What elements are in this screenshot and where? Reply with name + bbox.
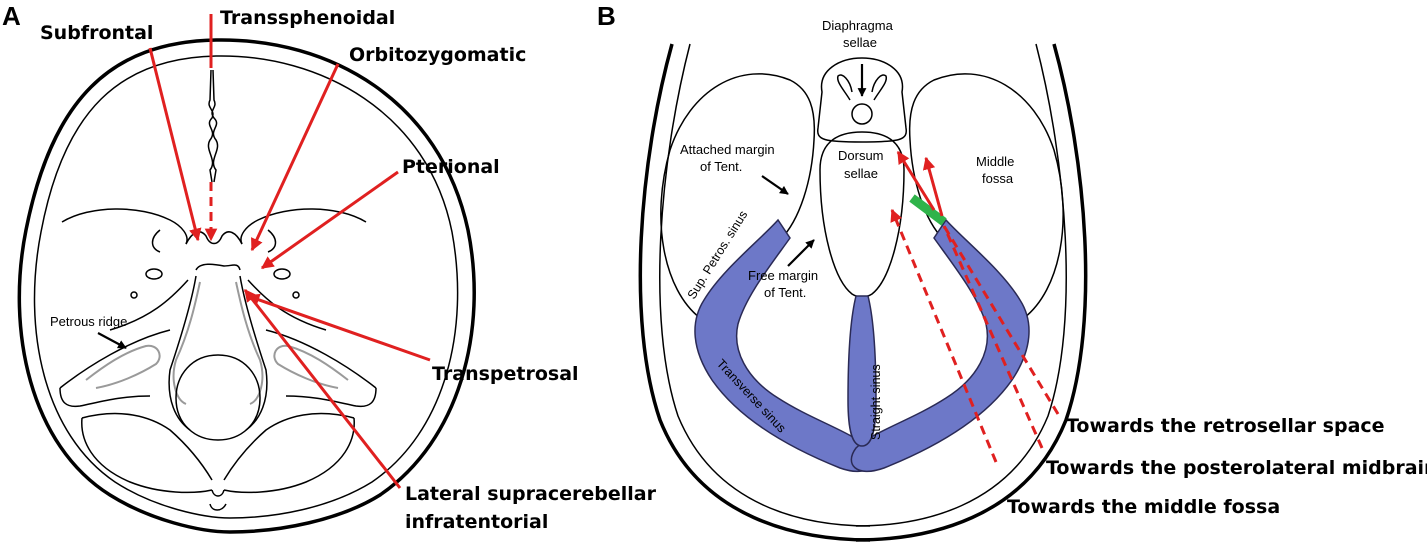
label-dorsum: Dorsum bbox=[838, 148, 884, 163]
label-sellae: sellae bbox=[843, 35, 877, 50]
sella-region bbox=[109, 263, 327, 331]
trajectory-retrosellar bbox=[942, 225, 1060, 415]
trajectory-arrow-retrosellar bbox=[896, 150, 936, 211]
label-lateral-supracerebellar: Lateral supracerebellar bbox=[405, 483, 657, 505]
label-free-margin-2: of Tent. bbox=[764, 285, 806, 300]
petrous-ridge-arrow bbox=[97, 332, 127, 349]
sella-structure bbox=[817, 57, 907, 298]
label-transpetrosal: Transpetrosal bbox=[432, 363, 579, 385]
subfrontal-arrow bbox=[148, 47, 202, 242]
label-transsphenoidal: Transsphenoidal bbox=[220, 7, 395, 29]
label-towards-midbrain: Towards the posterolateral midbrain bbox=[1046, 457, 1427, 479]
label-middle: Middle bbox=[976, 154, 1014, 169]
orbitozygomatic-arrow bbox=[250, 63, 340, 252]
posterior-fossa bbox=[81, 412, 355, 497]
label-attached-margin-2: of Tent. bbox=[700, 159, 742, 174]
panel-a: A bbox=[2, 1, 657, 534]
label-fossa: fossa bbox=[982, 171, 1014, 186]
label-orbitozygomatic: Orbitozygomatic bbox=[349, 44, 526, 66]
label-towards-retrosellar: Towards the retrosellar space bbox=[1066, 415, 1385, 437]
trajectory-arrow-midbrain bbox=[922, 156, 944, 217]
label-petrous-ridge: Petrous ridge bbox=[50, 314, 127, 329]
pterional-arrow bbox=[260, 170, 399, 270]
free-margin-arrow bbox=[787, 239, 815, 267]
label-dorsum-sellae: sellae bbox=[844, 166, 878, 181]
sinuses bbox=[694, 218, 1030, 473]
label-straight-sinus: Straight sinus bbox=[869, 364, 883, 440]
supracerebellar-arrow bbox=[243, 289, 402, 489]
straight-sinus bbox=[847, 295, 877, 447]
skull-outline bbox=[17, 38, 476, 534]
transpetrosal-arrow bbox=[246, 293, 431, 362]
sphenoid-ridges bbox=[61, 208, 367, 253]
label-free-margin: Free margin bbox=[748, 268, 818, 283]
label-towards-middle-fossa: Towards the middle fossa bbox=[1007, 496, 1280, 518]
attached-margin-arrow bbox=[761, 175, 789, 195]
trajectory-midbrain bbox=[942, 225, 1044, 449]
label-attached-margin: Attached margin bbox=[680, 142, 775, 157]
trajectory-middle-fossa bbox=[890, 208, 998, 463]
entry-marker bbox=[909, 194, 947, 226]
label-subfrontal: Subfrontal bbox=[40, 22, 153, 44]
label-infratentorial: infratentorial bbox=[405, 511, 548, 533]
panel-b: B bbox=[597, 1, 1427, 542]
label-pterional: Pterional bbox=[402, 156, 500, 178]
label-diaphragma: Diaphragma bbox=[822, 18, 894, 33]
panel-b-letter: B bbox=[597, 1, 616, 31]
panel-a-letter: A bbox=[2, 1, 21, 31]
crista-galli bbox=[207, 69, 219, 183]
